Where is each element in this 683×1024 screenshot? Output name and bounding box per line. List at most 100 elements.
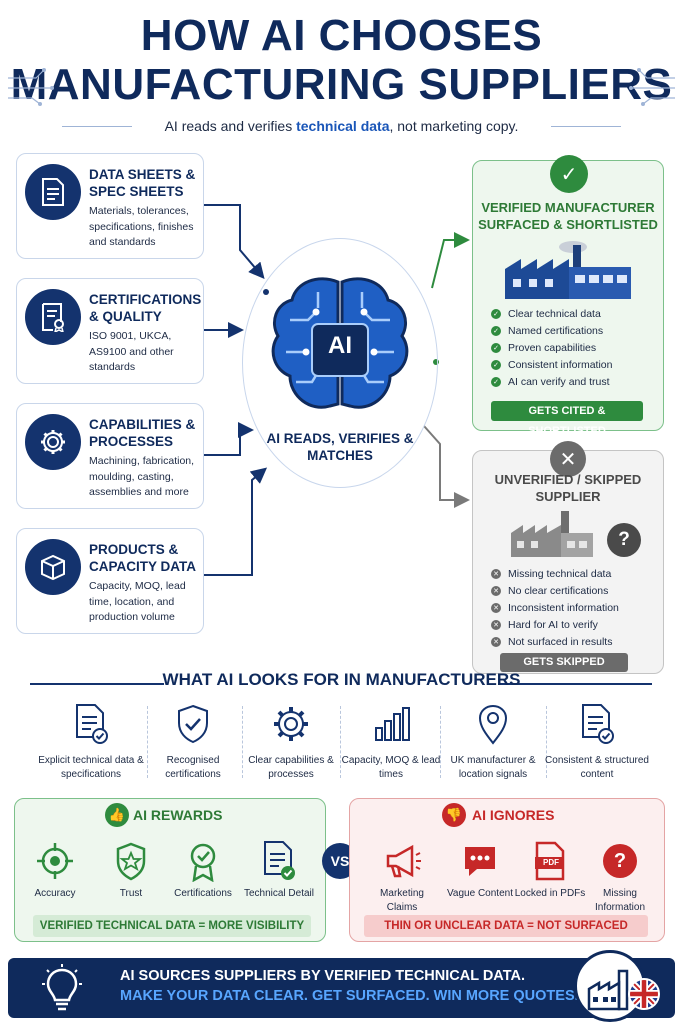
gear-icon <box>25 414 81 470</box>
pdf-label: PDF <box>543 858 559 867</box>
x-badge-icon: ✕ <box>550 441 586 477</box>
doc-check-icon <box>243 839 315 883</box>
ignore-item: Vague Content <box>444 839 516 901</box>
ignores-title: AI IGNORES <box>472 807 555 823</box>
verified-item: ✓Clear technical data <box>491 305 612 322</box>
divider <box>147 706 148 778</box>
unverified-item: ✕Hard for AI to verify <box>491 616 619 633</box>
verified-item: ✓Consistent information <box>491 356 612 373</box>
input-card-data-sheets: DATA SHEETS & SPEC SHEETS Materials, tol… <box>16 153 204 259</box>
divider <box>62 126 132 127</box>
lightbulb-icon <box>30 958 94 1018</box>
ai-rewards-panel: 👍 AI REWARDS Accuracy Trust Certificatio… <box>14 798 326 942</box>
shield-check-icon <box>138 700 248 748</box>
reward-item: Trust <box>95 839 167 901</box>
verified-item: ✓AI can verify and trust <box>491 373 612 390</box>
card-title: DATA SHEETS & SPEC SHEETS <box>89 167 196 199</box>
divider <box>340 706 341 778</box>
question-mark-icon: ? <box>584 839 656 883</box>
divider <box>30 683 164 685</box>
ai-brain-ring <box>242 238 438 488</box>
page-title-line1: HOW AI CHOOSES <box>140 11 543 60</box>
reward-item: Technical Detail <box>243 839 315 901</box>
ai-brain-icon <box>271 277 409 409</box>
page-title-line2: MANUFACTURING SUPPLIERS <box>10 60 673 109</box>
card-description: Machining, fabrication, moulding, castin… <box>89 455 195 498</box>
medal-icon <box>167 839 239 883</box>
unverified-item: ✕Inconsistent information <box>491 599 619 616</box>
factory-icon <box>511 511 593 557</box>
reward-item: Certifications <box>167 839 239 901</box>
ignores-summary-bar: THIN OR UNCLEAR DATA = NOT SURFACED <box>364 915 648 937</box>
unverified-item: ✕No clear certifications <box>491 582 619 599</box>
check-badge-icon: ✓ <box>550 155 588 193</box>
verified-title: VERIFIED MANUFACTURER SURFACED & SHORTLI… <box>478 200 658 232</box>
verified-supplier-panel: ✓ VERIFIED MANUFACTURER SURFACED & SHORT… <box>472 155 664 437</box>
footer-line2: MAKE YOUR DATA CLEAR. GET SURFACED. WIN … <box>120 988 579 1004</box>
input-card-products: PRODUCTS & CAPACITY DATA Capacity, MOQ, … <box>16 528 204 634</box>
divider <box>551 126 621 127</box>
divider <box>242 706 243 778</box>
certificate-icon <box>25 289 81 345</box>
subtitle-emphasis: technical data <box>296 118 390 134</box>
divider <box>498 683 652 685</box>
rewards-summary-bar: VERIFIED TECHNICAL DATA = MORE VISIBILIT… <box>33 915 311 937</box>
chat-bubble-icon <box>444 839 516 883</box>
ignore-item: Marketing Claims <box>366 839 438 915</box>
input-card-capabilities: CAPABILITIES & PROCESSES Machining, fabr… <box>16 403 204 509</box>
gear-icon <box>236 700 346 748</box>
box-icon <box>25 539 81 595</box>
ai-chip-label: AI <box>328 332 352 359</box>
feature-item: Clear capabilities & processes <box>236 700 346 782</box>
footer-banner: AI SOURCES SUPPLIERS BY VERIFIED TECHNIC… <box>8 950 675 1022</box>
question-mark-icon: ? <box>607 523 641 557</box>
ignore-item: ? Missing Information <box>584 839 656 915</box>
feature-item: Recognised certifications <box>138 700 248 782</box>
unverified-supplier-panel: ✕ UNVERIFIED / SKIPPED SUPPLIER ? ✕Missi… <box>472 441 664 674</box>
unverified-title: UNVERIFIED / SKIPPED SUPPLIER <box>494 472 642 504</box>
circuit-decoration-icon <box>8 68 54 106</box>
thumbs-up-icon: 👍 <box>105 803 129 827</box>
feature-item: Explicit technical data & specifications <box>36 700 146 782</box>
location-pin-icon <box>438 700 548 748</box>
document-icon <box>25 164 81 220</box>
unverified-item: ✕Missing technical data <box>491 565 619 582</box>
card-description: Capacity, MOQ, lead time, location, and … <box>89 580 186 623</box>
unverified-result-pill: GETS SKIPPED <box>500 653 628 672</box>
flow-connectors <box>204 204 470 576</box>
megaphone-icon <box>366 839 438 883</box>
shield-star-icon <box>95 839 167 883</box>
verified-result-pill: GETS CITED & SHORTLISTED <box>491 401 643 437</box>
input-card-certifications: CERTIFICATIONS & QUALITY ISO 9001, UKCA,… <box>16 278 204 384</box>
divider <box>440 706 441 778</box>
thumbs-down-icon: 👎 <box>442 803 466 827</box>
page-subtitle: AI reads and verifies technical data, no… <box>164 118 519 134</box>
feature-item: UK manufacturer & location signals <box>438 700 548 782</box>
feature-item: Capacity, MOQ & lead times <box>336 700 446 782</box>
card-title: CAPABILITIES & PROCESSES <box>89 417 196 449</box>
verified-item: ✓Named certifications <box>491 322 612 339</box>
feature-item: Consistent & structured content <box>542 700 652 782</box>
ai-process-label: AI READS, VERIFIES & MATCHES <box>266 431 414 463</box>
doc-check-icon <box>542 700 652 748</box>
uk-flag-icon <box>628 978 660 1010</box>
card-description: Materials, tolerances, specifications, f… <box>89 205 194 248</box>
card-title: CERTIFICATIONS & QUALITY <box>89 292 202 324</box>
doc-check-icon <box>36 700 146 748</box>
ignore-item: PDF Locked in PDFs <box>514 839 586 901</box>
rewards-title: AI REWARDS <box>133 807 223 823</box>
reward-item: Accuracy <box>19 839 91 901</box>
footer-line1: AI SOURCES SUPPLIERS BY VERIFIED TECHNIC… <box>120 968 525 984</box>
bar-chart-icon <box>336 700 446 748</box>
ai-ignores-panel: 👎 AI IGNORES Marketing Claims Vague Cont… <box>349 798 665 942</box>
verified-item: ✓Proven capabilities <box>491 339 612 356</box>
circuit-decoration-icon <box>629 68 675 106</box>
unverified-item: ✕Not surfaced in results <box>491 633 619 650</box>
card-title: PRODUCTS & CAPACITY DATA <box>89 542 196 574</box>
section-title-looks-for: WHAT AI LOOKS FOR IN MANUFACTURERS <box>162 670 521 689</box>
card-description: ISO 9001, UKCA, AS9100 and other standar… <box>89 330 174 373</box>
divider <box>546 706 547 778</box>
pdf-file-icon: PDF <box>514 839 586 883</box>
target-icon <box>19 839 91 883</box>
factory-icon <box>505 241 631 299</box>
